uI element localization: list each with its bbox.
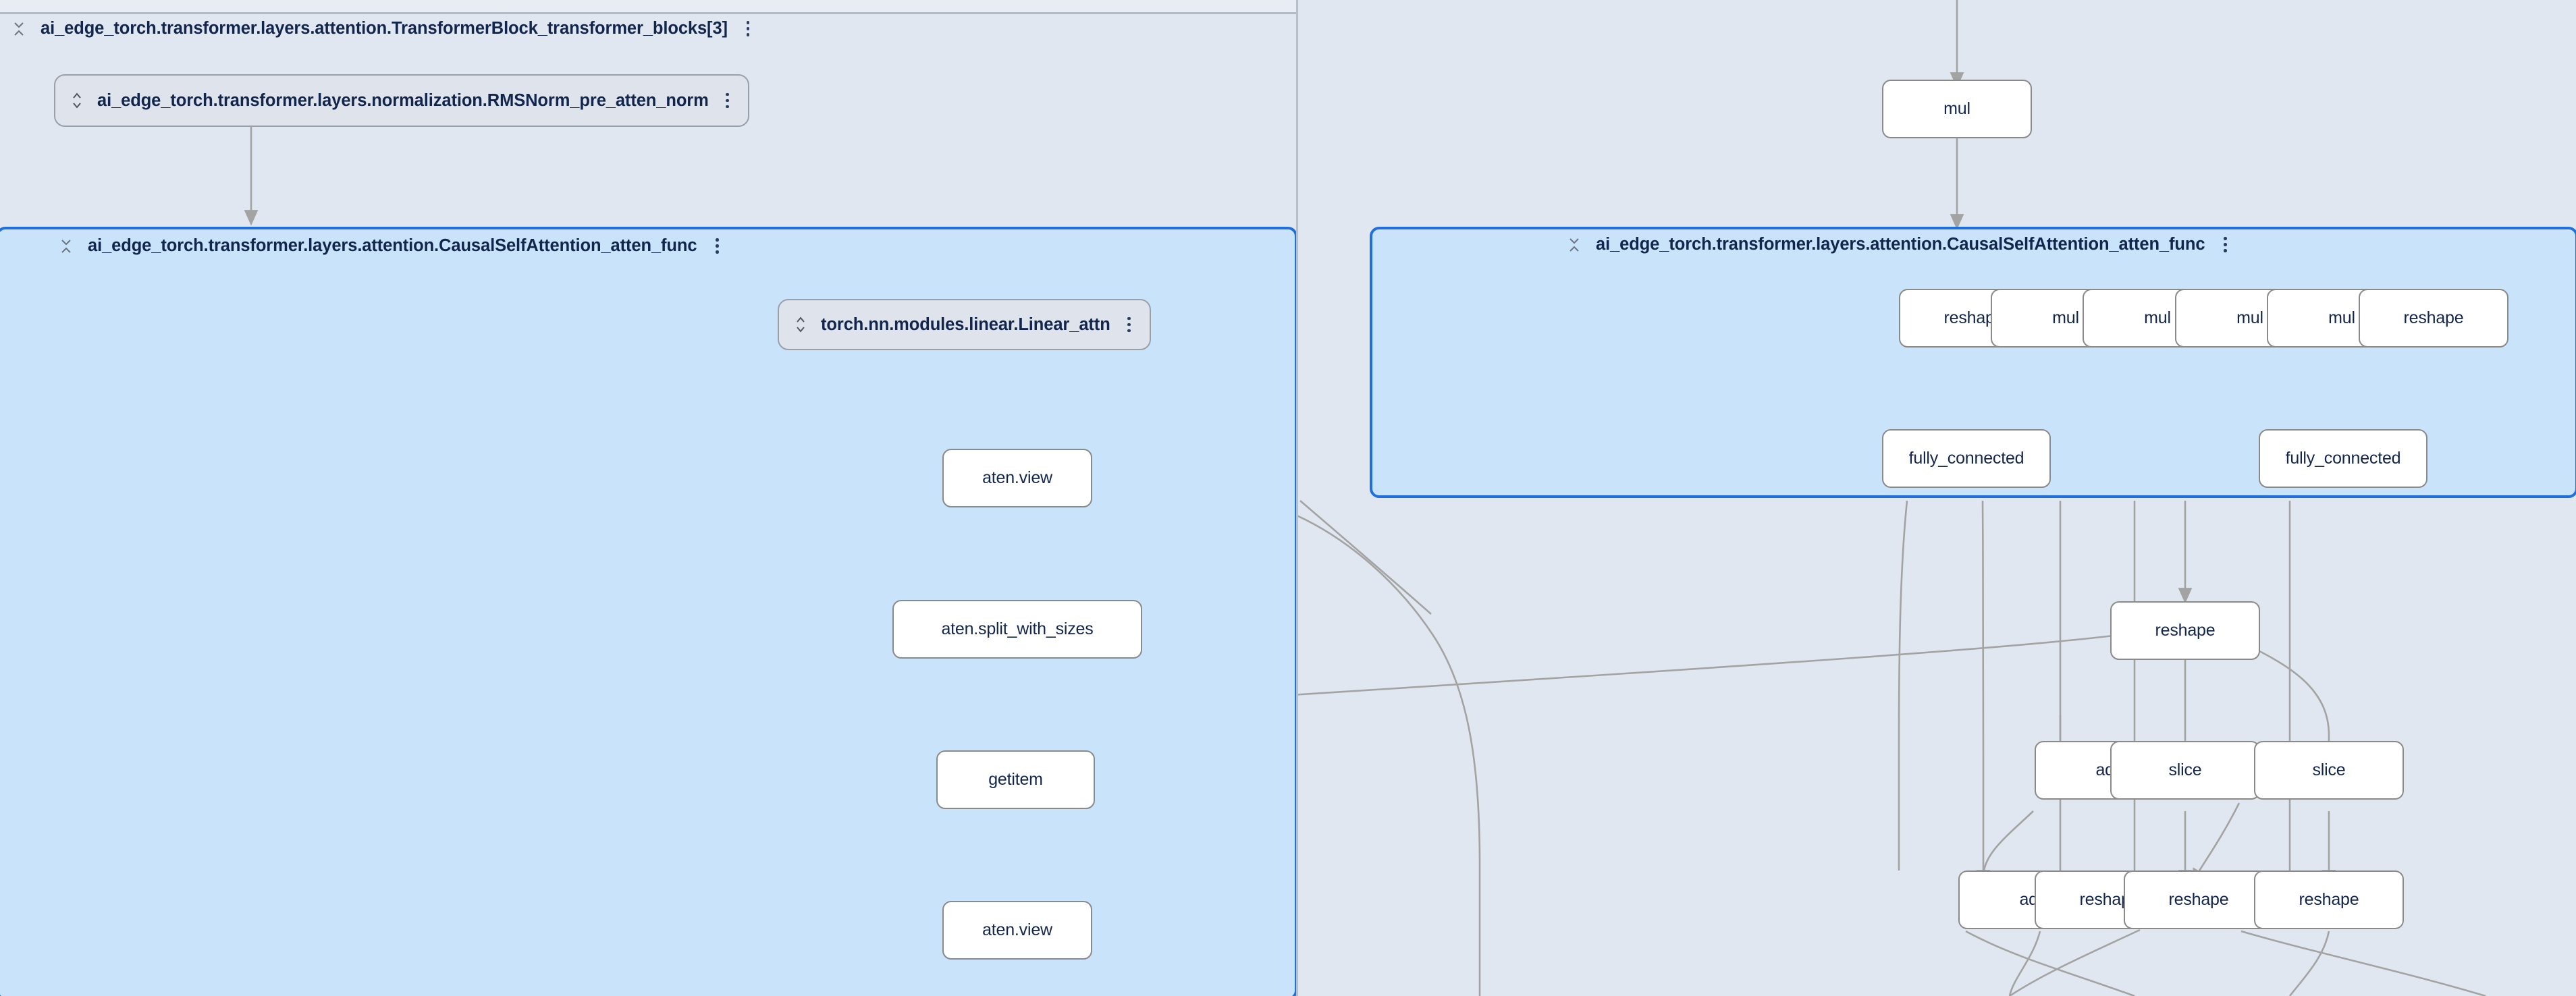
group-title-causal-self-attention-left: ai_edge_torch.transformer.layers.attenti… (88, 236, 697, 255)
group-title-causal-self-attention-right: ai_edge_torch.transformer.layers.attenti… (1596, 235, 2205, 254)
collapse-icon[interactable] (1567, 236, 1581, 254)
op-node-label: reshape (2403, 308, 2464, 327)
kebab-menu-icon[interactable] (712, 238, 722, 255)
group-header-causal-self-attention-left[interactable]: ai_edge_torch.transformer.layers.attenti… (59, 236, 722, 256)
group-header-causal-self-attention-right[interactable]: ai_edge_torch.transformer.layers.attenti… (1567, 235, 2230, 254)
graph-panel-left[interactable]: ai_edge_torch.transformer.layers.attenti… (0, 0, 1297, 996)
op-node-reshape-3[interactable]: reshape (2110, 601, 2260, 660)
panel-top-rule (0, 12, 1297, 14)
op-node-reshape-6[interactable]: reshape (2254, 870, 2404, 929)
group-title-transformer-block: ai_edge_torch.transformer.layers.attenti… (41, 19, 728, 38)
op-node-label: mul (2328, 308, 2355, 327)
op-node-label: reshape (2168, 890, 2229, 909)
op-node-fully-connected-1[interactable]: fully_connected (1882, 429, 2051, 488)
group-header-transformer-block[interactable]: ai_edge_torch.transformer.layers.attenti… (12, 19, 753, 38)
layer-chip-label-rmsnorm: ai_edge_torch.transformer.layers.normali… (97, 90, 709, 110)
op-node-reshape-2[interactable]: reshape (2359, 289, 2508, 348)
op-node-slice-2[interactable]: slice (2254, 741, 2404, 800)
edge-reshape6-cross-right (2240, 930, 2486, 996)
op-node-label: fully_connected (2285, 449, 2401, 468)
op-node-label: mul (2144, 308, 2171, 327)
op-node-label: aten.view (982, 920, 1052, 939)
edge-extra-into-reshape5 (2191, 802, 2240, 885)
op-node-fully-connected-2[interactable]: fully_connected (2259, 429, 2427, 488)
op-node-label: mul (1943, 99, 1970, 118)
edge-add1-down (1976, 810, 2034, 886)
op-node-label: mul (2236, 308, 2263, 327)
op-node-getitem[interactable]: getitem (936, 750, 1095, 809)
op-node-label: reshape (2299, 890, 2359, 909)
panel-top-strip (0, 0, 1297, 12)
edge-reshape4-down (2008, 931, 2041, 996)
edge-reshape5-cross-left (2009, 929, 2141, 996)
op-node-aten-split-with-sizes[interactable]: aten.split_with_sizes (892, 600, 1142, 659)
panel-divider[interactable] (1296, 0, 1298, 996)
edge-incoming-left-2 (1299, 500, 1432, 615)
edge-reshape3-left-out (1297, 632, 2135, 696)
op-node-slice-1[interactable]: slice (2110, 741, 2260, 800)
kebab-menu-icon[interactable] (1124, 316, 1135, 333)
op-node-reshape-5[interactable]: reshape (2124, 870, 2274, 929)
op-node-label: aten.split_with_sizes (941, 619, 1094, 638)
op-node-label: slice (2312, 760, 2346, 779)
layer-chip-rmsnorm[interactable]: ai_edge_torch.transformer.layers.normali… (54, 74, 749, 127)
edge-lane-1 (1898, 500, 1908, 870)
edge-reshape6-down (2288, 931, 2330, 996)
collapse-icon[interactable] (59, 238, 73, 255)
op-node-label: fully_connected (1908, 449, 2024, 468)
expand-icon[interactable] (70, 92, 84, 109)
edge-add2-cross-right (1965, 930, 2135, 996)
op-node-aten-view-1[interactable]: aten.view (942, 449, 1092, 507)
op-node-label: getitem (988, 770, 1043, 789)
kebab-menu-icon[interactable] (2220, 236, 2230, 254)
kebab-menu-icon[interactable] (722, 92, 733, 109)
expand-icon[interactable] (794, 316, 807, 333)
op-node-label: mul (2052, 308, 2079, 327)
layer-chip-label-linear-attn: torch.nn.modules.linear.Linear_attn (821, 314, 1110, 334)
edge-incoming-left-1 (1297, 515, 1481, 996)
kebab-menu-icon[interactable] (743, 20, 753, 38)
op-node-mul-top[interactable]: mul (1882, 80, 2032, 138)
op-node-aten-view-2[interactable]: aten.view (942, 901, 1092, 960)
collapse-icon[interactable] (12, 20, 26, 38)
graph-panel-right[interactable]: mul ai_edge_torch.transformer.layers.att… (1297, 0, 2576, 996)
op-node-label: reshape (2155, 621, 2216, 640)
op-node-label: slice (2168, 760, 2202, 779)
op-node-label: aten.view (982, 468, 1052, 487)
edge-layer-right (1297, 0, 2486, 996)
layer-chip-linear-attn[interactable]: torch.nn.modules.linear.Linear_attn (778, 299, 1151, 350)
